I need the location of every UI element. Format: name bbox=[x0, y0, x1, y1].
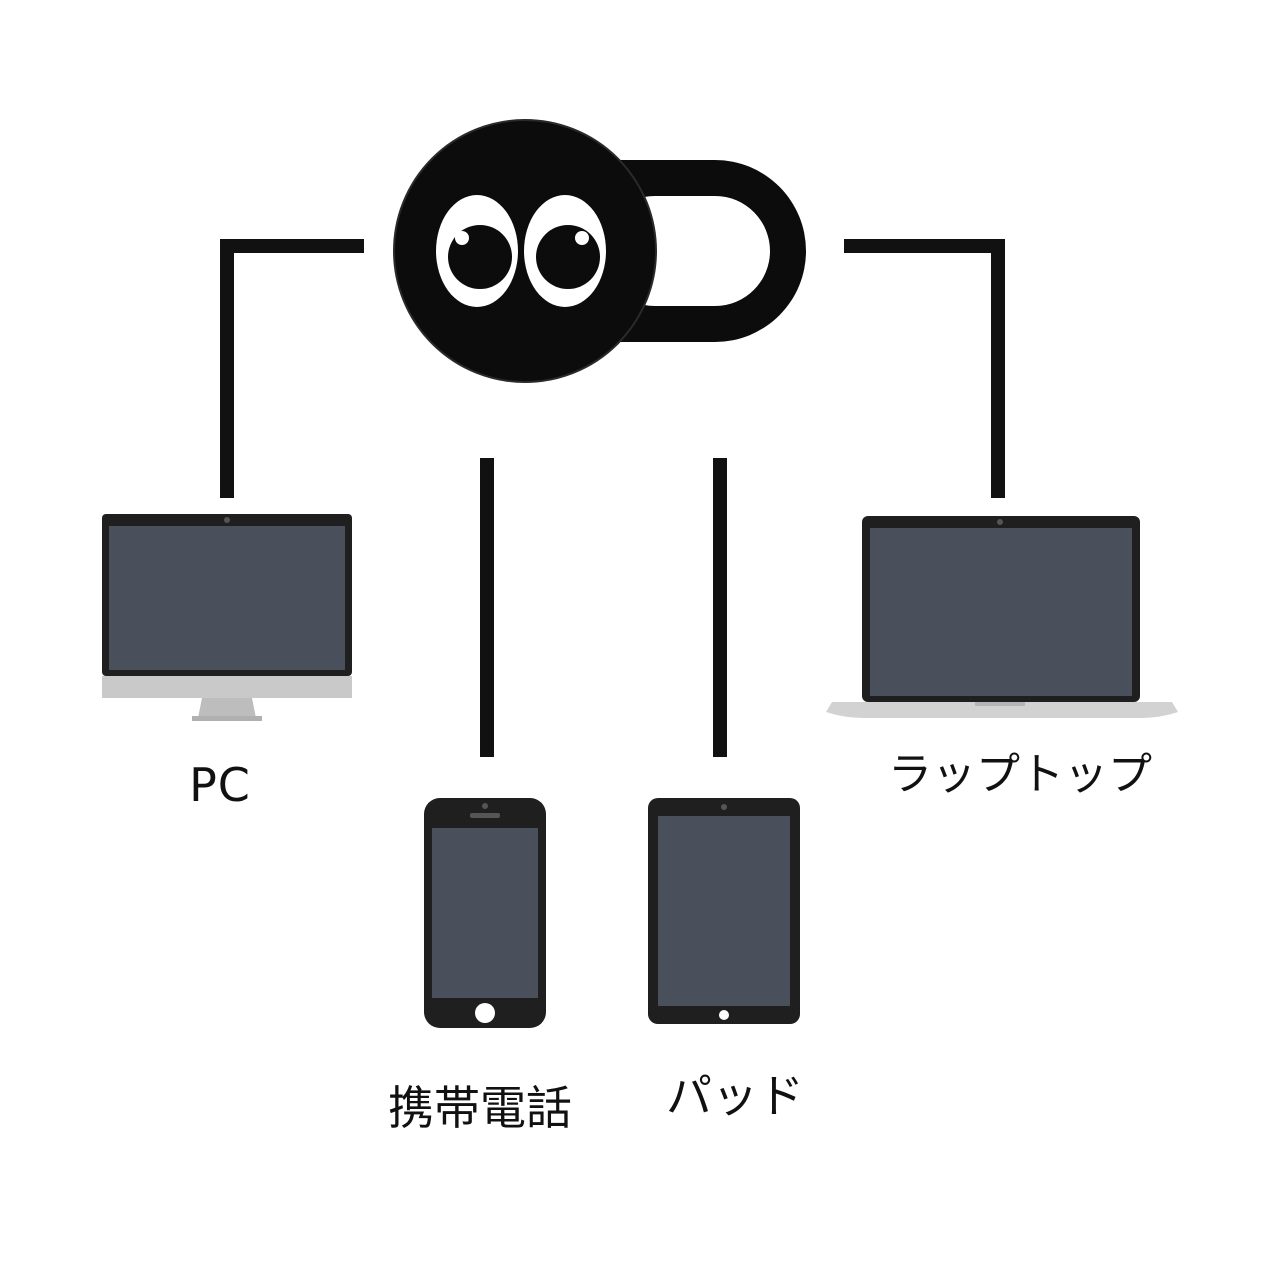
connector-laptop bbox=[844, 239, 1005, 498]
left-eye-icon bbox=[436, 195, 518, 307]
right-eye-icon bbox=[524, 195, 606, 307]
tablet-icon bbox=[648, 798, 800, 1024]
connector-lines bbox=[220, 239, 1005, 757]
pc-label: PC bbox=[189, 758, 251, 812]
connector-pc bbox=[220, 239, 364, 498]
laptop-label: ラップトップ bbox=[888, 749, 1152, 800]
phone-label: 携帯電話 bbox=[388, 1081, 572, 1135]
smartphone-icon bbox=[424, 798, 546, 1028]
monitor-icon bbox=[102, 514, 352, 721]
webcam-cover-icon bbox=[393, 119, 806, 383]
pad-label: パッド bbox=[666, 1069, 804, 1123]
laptop-icon bbox=[826, 516, 1178, 718]
